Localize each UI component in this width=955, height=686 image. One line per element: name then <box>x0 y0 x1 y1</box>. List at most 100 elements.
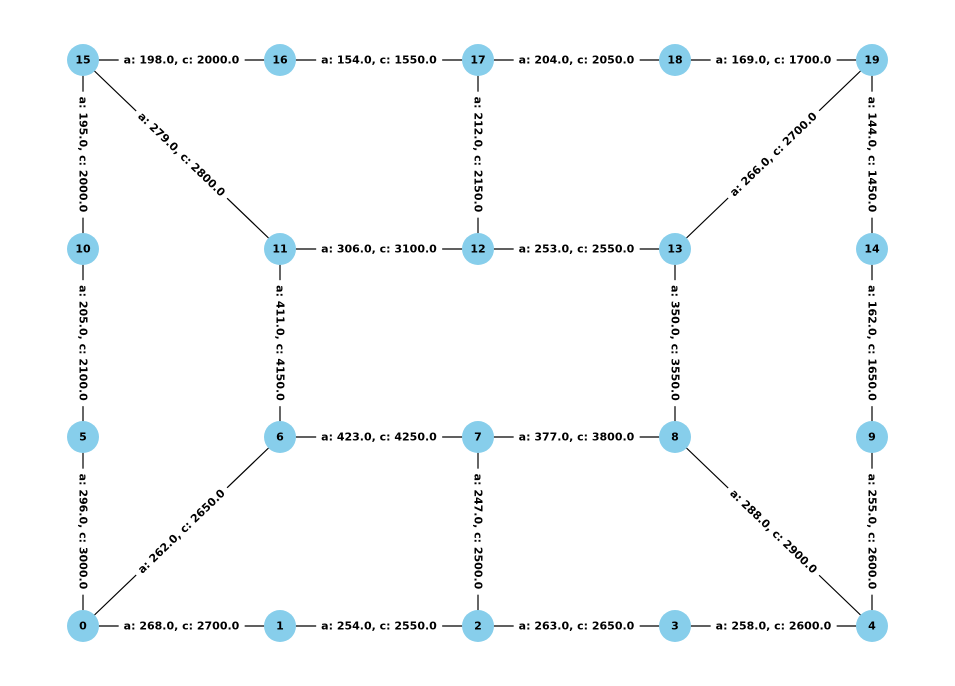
node-5: 5 <box>67 421 99 453</box>
edge-label-text: a: 195.0, c: 2000.0 <box>77 97 90 213</box>
edge-label-text: a: 263.0, c: 2650.0 <box>519 620 635 633</box>
edge-label-text: a: 350.0, c: 3550.0 <box>669 285 682 401</box>
node-circle <box>462 421 494 453</box>
node-12: 12 <box>462 233 494 265</box>
node-10: 10 <box>67 233 99 265</box>
node-circle <box>67 610 99 642</box>
edge-label-background <box>316 51 443 69</box>
node-label: 19 <box>864 54 879 67</box>
edge-label-15-16: a: 198.0, c: 2000.0 <box>118 51 245 69</box>
edge-label-1-2: a: 254.0, c: 2550.0 <box>316 617 443 635</box>
node-circle <box>659 44 691 76</box>
edge-label-8-4: a: 288.0, c: 2900.0 <box>722 481 825 582</box>
edge-label-7-2: a: 247.0, c: 2500.0 <box>469 468 487 595</box>
edge-label-text: a: 266.0, c: 2700.0 <box>727 110 820 200</box>
edge-label-background <box>469 468 487 595</box>
node-circle <box>67 44 99 76</box>
node-label: 9 <box>868 431 876 444</box>
edge-label-5-0: a: 296.0, c: 3000.0 <box>74 468 92 595</box>
node-circle <box>67 421 99 453</box>
edge-label-background <box>130 104 233 205</box>
edge-label-16-17: a: 154.0, c: 1550.0 <box>316 51 443 69</box>
edge-label-19-14: a: 144.0, c: 1450.0 <box>863 91 881 218</box>
edge-label-text: a: 288.0, c: 2900.0 <box>727 487 820 577</box>
node-label: 17 <box>470 54 485 67</box>
edge-label-18-19: a: 169.0, c: 1700.0 <box>710 51 837 69</box>
node-14: 14 <box>856 233 888 265</box>
node-label: 12 <box>470 243 485 256</box>
edge-label-15-10: a: 195.0, c: 2000.0 <box>74 91 92 218</box>
node-circle <box>659 233 691 265</box>
edge-label-background <box>710 617 837 635</box>
node-16: 16 <box>264 44 296 76</box>
node-6: 6 <box>264 421 296 453</box>
node-7: 7 <box>462 421 494 453</box>
node-label: 0 <box>79 620 87 633</box>
node-11: 11 <box>264 233 296 265</box>
node-label: 8 <box>671 431 679 444</box>
edge-label-17-18: a: 204.0, c: 2050.0 <box>513 51 640 69</box>
edge-label-17-12: a: 212.0, c: 2150.0 <box>469 91 487 218</box>
edge-label-text: a: 306.0, c: 3100.0 <box>321 243 437 256</box>
node-3: 3 <box>659 610 691 642</box>
edge-label-text: a: 411.0, c: 4150.0 <box>274 285 287 401</box>
node-label: 1 <box>276 620 284 633</box>
edge-label-background <box>513 617 640 635</box>
edge-label-13-8: a: 350.0, c: 3550.0 <box>666 280 684 407</box>
edge-label-background <box>722 481 825 582</box>
node-circle <box>264 233 296 265</box>
edge-label-background <box>271 280 289 407</box>
edge-label-background <box>130 481 233 582</box>
edge-label-background <box>316 428 443 446</box>
edge-label-12-13: a: 253.0, c: 2550.0 <box>513 240 640 258</box>
edge-label-background <box>863 280 881 407</box>
edge-label-text: a: 423.0, c: 4250.0 <box>321 431 437 444</box>
edge-label-14-9: a: 162.0, c: 1650.0 <box>863 280 881 407</box>
node-13: 13 <box>659 233 691 265</box>
node-circle <box>462 610 494 642</box>
edge-label-background <box>863 91 881 218</box>
node-circle <box>264 44 296 76</box>
edge-label-text: a: 296.0, c: 3000.0 <box>77 474 90 590</box>
edge-label-text: a: 377.0, c: 3800.0 <box>519 431 635 444</box>
node-label: 10 <box>75 243 91 256</box>
edge-label-7-8: a: 377.0, c: 3800.0 <box>513 428 640 446</box>
node-1: 1 <box>264 610 296 642</box>
edge-label-11-12: a: 306.0, c: 3100.0 <box>316 240 443 258</box>
edge-label-6-0: a: 262.0, c: 2650.0 <box>130 481 233 582</box>
node-label: 7 <box>474 431 482 444</box>
edge-label-background <box>666 280 684 407</box>
edge-label-text: a: 162.0, c: 1650.0 <box>866 285 879 401</box>
edge-label-background <box>316 617 443 635</box>
edge-label-background <box>316 240 443 258</box>
node-2: 2 <box>462 610 494 642</box>
node-circle <box>462 44 494 76</box>
edge-label-2-3: a: 263.0, c: 2650.0 <box>513 617 640 635</box>
node-circle <box>659 610 691 642</box>
edge-label-text: a: 247.0, c: 2500.0 <box>472 474 485 590</box>
edge-label-background <box>118 51 245 69</box>
edge-label-0-1: a: 268.0, c: 2700.0 <box>118 617 245 635</box>
edge-label-background <box>513 428 640 446</box>
node-17: 17 <box>462 44 494 76</box>
node-label: 15 <box>75 54 90 67</box>
node-19: 19 <box>856 44 888 76</box>
node-circle <box>856 610 888 642</box>
edge-label-background <box>710 51 837 69</box>
edge-label-text: a: 144.0, c: 1450.0 <box>866 97 879 213</box>
edge-label-6-7: a: 423.0, c: 4250.0 <box>316 428 443 446</box>
node-circle <box>264 421 296 453</box>
edge-label-15-11: a: 279.0, c: 2800.0 <box>130 104 233 205</box>
edge-label-text: a: 255.0, c: 2600.0 <box>866 474 879 590</box>
node-circle <box>462 233 494 265</box>
edge-label-background <box>74 468 92 595</box>
edge-label-11-6: a: 411.0, c: 4150.0 <box>271 280 289 407</box>
node-circle <box>659 421 691 453</box>
edge-label-background <box>513 240 640 258</box>
edge-label-background <box>513 51 640 69</box>
edge-label-background <box>74 91 92 218</box>
node-4: 4 <box>856 610 888 642</box>
edge-label-text: a: 205.0, c: 2100.0 <box>77 285 90 401</box>
edge-labels-layer: a: 198.0, c: 2000.0 a: 154.0, c: 1550.0 a:… <box>74 51 881 635</box>
